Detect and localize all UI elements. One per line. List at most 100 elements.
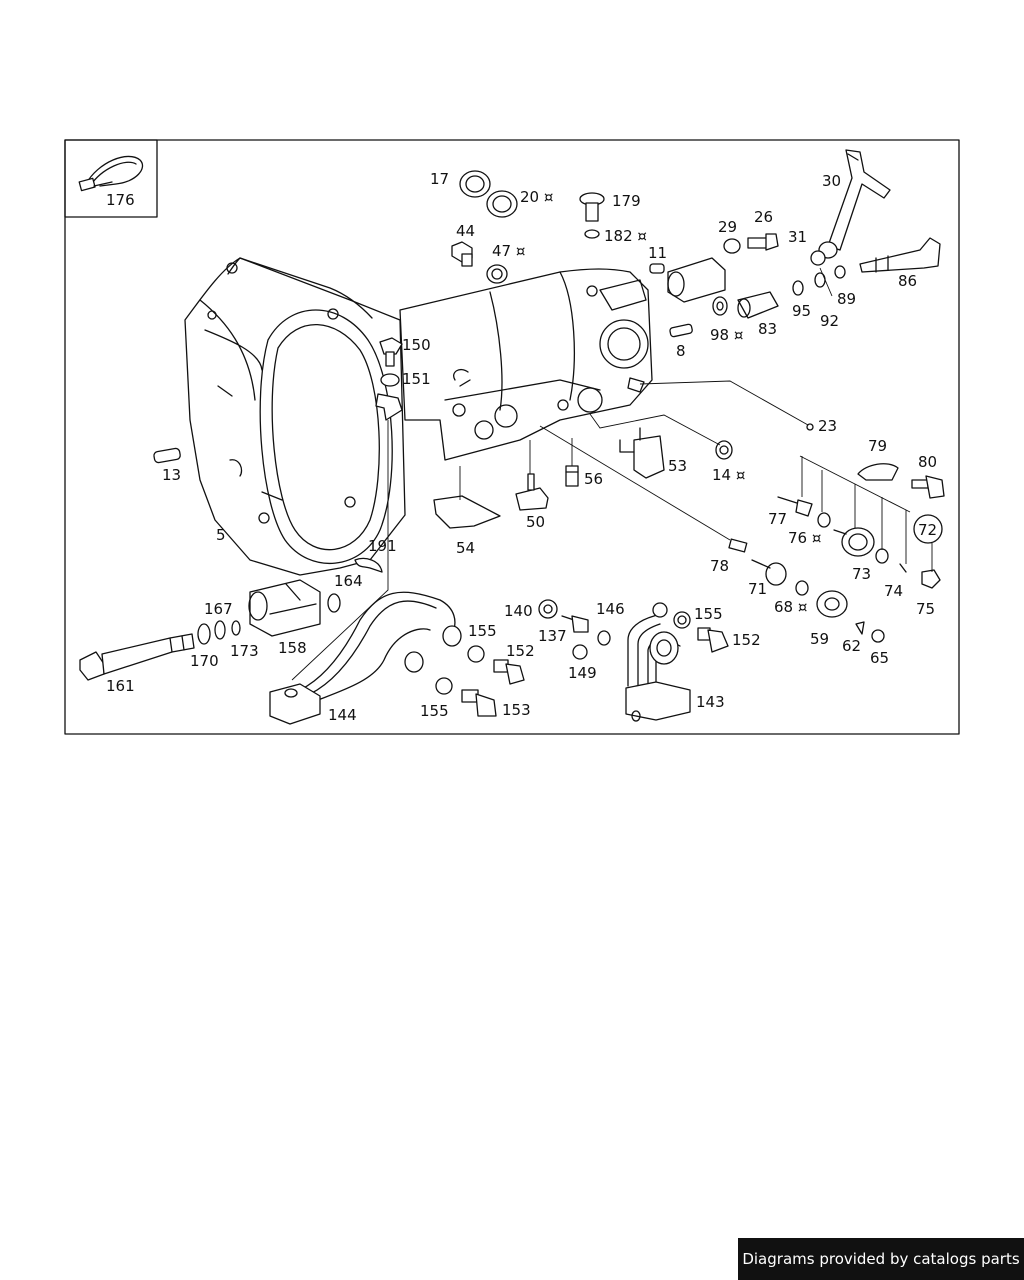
ring-76 — [817, 512, 831, 528]
part-label: 95 — [792, 302, 811, 320]
ring-164b — [327, 593, 341, 613]
ring-95 — [792, 280, 804, 296]
seal-17 — [459, 170, 491, 198]
cable-tie-icon — [78, 155, 144, 192]
plate-79 — [857, 463, 899, 481]
part-label: 76 ¤ — [788, 529, 821, 547]
bolt-44 — [451, 241, 473, 267]
bracket-191 — [375, 393, 403, 421]
part-label: 54 — [456, 539, 475, 557]
part-label: 26 — [754, 208, 773, 226]
bolt-152a — [493, 659, 525, 685]
oil-line-144 — [269, 591, 462, 725]
part-label: 78 — [710, 557, 729, 575]
part-label: 150 — [402, 336, 431, 354]
ring-140 — [538, 599, 558, 619]
plug-179 — [579, 192, 605, 222]
part-labels: 176 17 20 ¤ 179 182 ¤ 44 47 ¤ 11 29 26 3… — [106, 170, 937, 724]
ring-68 — [795, 580, 809, 596]
diagram-frame — [64, 139, 960, 735]
bolt-77 — [777, 496, 813, 517]
part-label: 5 — [216, 526, 226, 544]
seal-20 — [486, 190, 518, 218]
ring-170 — [197, 623, 211, 645]
bolt-26 — [747, 233, 779, 251]
part-label: 158 — [278, 639, 307, 657]
part-label: 143 — [696, 693, 725, 711]
part-label: 191 — [368, 537, 397, 555]
fitting-137 — [561, 615, 589, 633]
part-label: 47 ¤ — [492, 242, 525, 260]
shaft-161 — [79, 633, 195, 681]
bracket-54 — [433, 495, 501, 529]
part-label: 65 — [870, 649, 889, 667]
mount-50 — [515, 473, 549, 511]
part-label: 74 — [884, 582, 903, 600]
valve-59 — [816, 590, 848, 618]
part-label: 155 — [468, 622, 497, 640]
part-label: 176 — [106, 191, 135, 209]
part-label: 14 ¤ — [712, 466, 745, 484]
part-label: 72 — [918, 521, 937, 539]
screw-78 — [728, 538, 748, 553]
part-label: 75 — [916, 600, 935, 618]
part-label: 20 ¤ — [520, 188, 553, 206]
part-label: 167 — [204, 600, 233, 618]
inset-box — [64, 139, 158, 218]
housing-part — [667, 257, 726, 303]
ring-146 — [597, 630, 611, 646]
ring-173 — [231, 620, 241, 636]
leader-lines — [291, 267, 933, 681]
bracket-164 — [354, 557, 383, 573]
solenoid-158 — [248, 579, 321, 637]
part-label: 68 ¤ — [774, 598, 807, 616]
part-label: 182 ¤ — [604, 227, 647, 245]
part-label: 144 — [328, 706, 357, 724]
part-label: 11 — [648, 244, 667, 262]
part-label: 77 — [768, 510, 787, 528]
part-label: 29 — [718, 218, 737, 236]
ring-89 — [834, 265, 846, 279]
ring-65 — [871, 629, 885, 643]
ring-155b — [435, 677, 453, 695]
pin-8 — [669, 323, 693, 338]
lever-30 — [827, 149, 891, 251]
diagram-credit: Diagrams provided by catalogs parts — [738, 1238, 1024, 1280]
part-label: 30 — [822, 172, 841, 190]
part-label: 31 — [788, 228, 807, 246]
part-label: 137 — [538, 627, 567, 645]
ring-98 — [712, 296, 728, 316]
ring-14 — [715, 440, 733, 460]
bolt-80 — [911, 475, 945, 499]
part-label: 170 — [190, 652, 219, 670]
part-label: 80 — [918, 453, 937, 471]
part-label: 152 — [506, 642, 535, 660]
ring-155a — [467, 645, 485, 663]
oil-line-143 — [625, 602, 691, 722]
part-label: 17 — [430, 170, 449, 188]
callout-72 — [913, 514, 943, 544]
ring-167 — [214, 620, 226, 640]
part-label: 92 — [820, 312, 839, 330]
pin-11 — [649, 263, 665, 274]
bolt-150 — [379, 337, 403, 367]
part-label: 53 — [668, 457, 687, 475]
part-label: 140 — [504, 602, 533, 620]
part-label: 59 — [810, 630, 829, 648]
part-label: 73 — [852, 565, 871, 583]
ring-149 — [572, 644, 588, 660]
pin-62 — [855, 621, 865, 635]
part-label: 71 — [748, 580, 767, 598]
bolt-153 — [461, 689, 497, 717]
valve-83 — [737, 291, 779, 319]
part-label: 173 — [230, 642, 259, 660]
nut-75 — [921, 569, 941, 589]
part-label: 164 — [334, 572, 363, 590]
ring-74 — [875, 548, 889, 564]
washer-29 — [723, 238, 741, 254]
part-label: 13 — [162, 466, 181, 484]
part-label: 153 — [502, 701, 531, 719]
bolt-152b — [697, 627, 729, 653]
part-label: 44 — [456, 222, 475, 240]
